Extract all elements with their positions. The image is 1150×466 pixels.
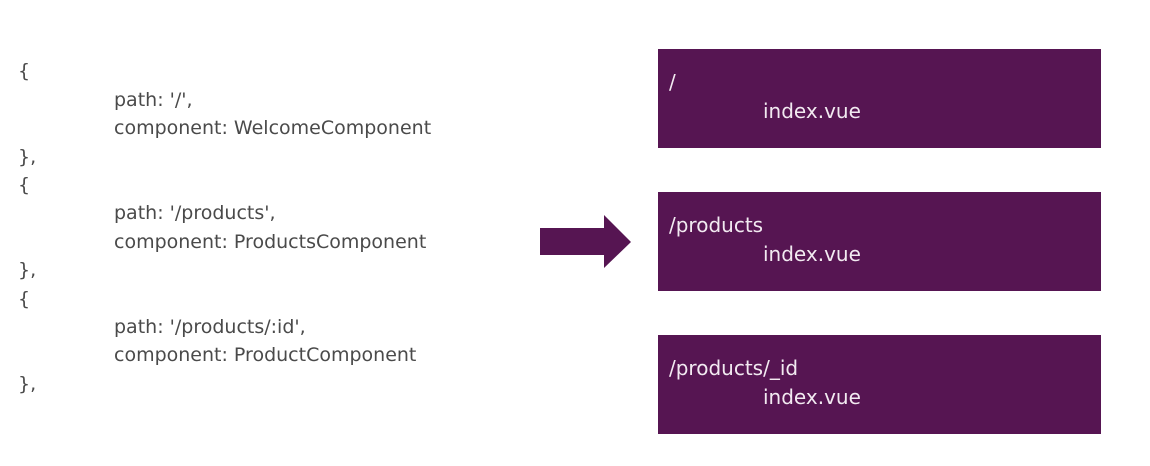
route-path: /products/_id [669,356,799,380]
code-path-line: path: '/', [114,89,193,111]
code-open-brace: { [18,60,31,82]
right-arrow-icon [540,215,631,268]
code-open-brace: { [18,288,31,310]
code-close-brace: }, [18,373,37,395]
route-path: / [669,70,676,94]
route-file: index.vue [763,99,861,123]
code-path-line: path: '/products', [114,202,276,224]
code-close-brace: }, [18,146,37,168]
code-path-line: path: '/products/:id', [114,316,306,338]
code-component-line: component: WelcomeComponent [114,117,432,139]
code-component-line: component: ProductComponent [114,344,417,366]
route-file: index.vue [763,242,861,266]
route-path: /products [669,213,764,237]
route-file: index.vue [763,385,861,409]
route-box: /products/_id index.vue [658,335,1101,434]
route-box: /products index.vue [658,192,1101,291]
route-box: / index.vue [658,49,1101,148]
code-close-brace: }, [18,259,37,281]
code-component-line: component: ProductsComponent [114,231,427,253]
code-open-brace: { [18,174,31,196]
